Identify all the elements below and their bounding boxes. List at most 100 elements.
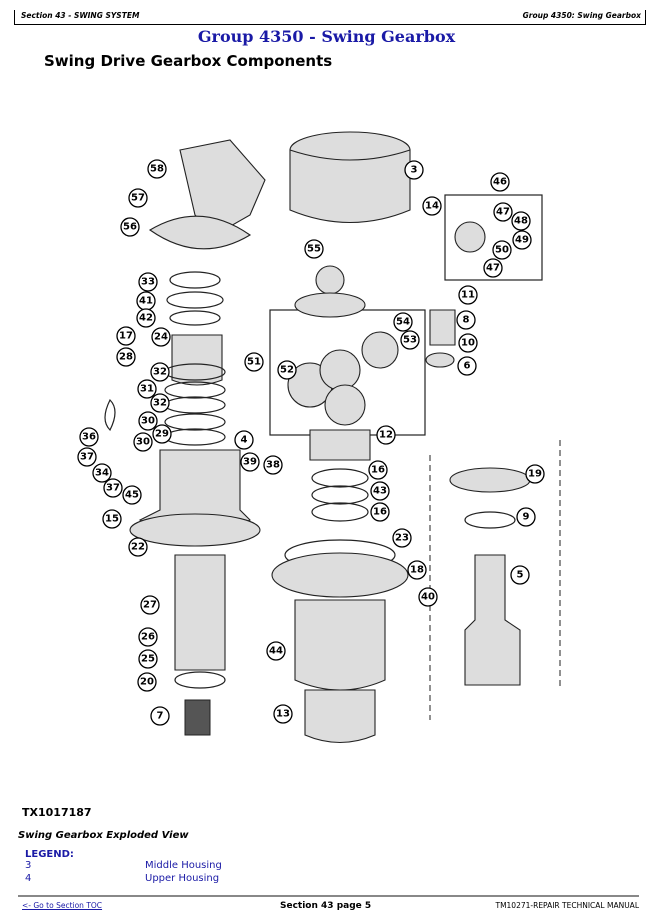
callout-38: 4 (234, 430, 254, 450)
callout-37: 15 (102, 509, 122, 529)
callout-number: 36 (82, 432, 96, 443)
header-group: Group 4350: Swing Gearbox (522, 11, 641, 20)
callout-circle (147, 159, 167, 179)
callout-49: 18 (407, 560, 427, 580)
callout-number: 17 (119, 331, 133, 342)
callout-circle (102, 509, 122, 529)
callout-39: 39 (240, 452, 260, 472)
callout-circle (138, 272, 158, 292)
callout-circle (418, 587, 438, 607)
callout-number: 12 (379, 430, 393, 441)
callout-number: 37 (106, 483, 120, 494)
callout-number: 23 (395, 533, 409, 544)
callout-number: 7 (157, 711, 164, 722)
callout-circle (368, 460, 388, 480)
callout-number: 5 (517, 570, 524, 581)
callout-number: 18 (410, 565, 424, 576)
callout-number: 6 (464, 361, 471, 372)
callout-27: 31 (137, 379, 157, 399)
callout-45: 19 (525, 464, 545, 484)
callout-34: 34 (92, 463, 112, 483)
callout-circle (150, 706, 170, 726)
callout-number: 13 (276, 709, 290, 720)
callout-42: 16 (368, 460, 388, 480)
callout-circle (137, 379, 157, 399)
callout-circle (92, 463, 112, 483)
callout-circle (370, 502, 390, 522)
callout-14: 54 (393, 312, 413, 332)
callout-number: 9 (523, 512, 530, 523)
callout-circle (244, 352, 264, 372)
callout-circle (457, 356, 477, 376)
page-number: Section 43 page 5 (280, 901, 372, 911)
callout-4: 14 (422, 196, 442, 216)
callout-36: 45 (122, 485, 142, 505)
callout-circle (483, 258, 503, 278)
callout-40: 38 (263, 455, 283, 475)
callout-circle (516, 507, 536, 527)
callout-number: 47 (486, 263, 500, 274)
callout-55: 20 (137, 672, 157, 692)
callout-number: 14 (425, 201, 439, 212)
callout-circle (393, 312, 413, 332)
callout-circle (404, 160, 424, 180)
callout-circle (277, 360, 297, 380)
callout-number: 24 (154, 332, 168, 343)
callout-50: 5 (510, 565, 530, 585)
callout-number: 33 (141, 277, 155, 288)
callout-circle (128, 537, 148, 557)
callout-number: 44 (269, 646, 283, 657)
section-subtitle: Swing Drive Gearbox Components (44, 52, 333, 70)
callout-46: 9 (516, 507, 536, 527)
callout-number: 11 (461, 290, 475, 301)
callout-number: 22 (131, 542, 145, 553)
callout-circle (456, 310, 476, 330)
callout-circle (376, 425, 396, 445)
callout-circle (128, 188, 148, 208)
callout-number: 4 (241, 435, 248, 446)
callout-circle (103, 478, 123, 498)
callout-circle (304, 239, 324, 259)
callout-number: 40 (421, 592, 435, 603)
callout-18: 51 (244, 352, 264, 372)
legend-num: 4 (25, 873, 32, 884)
callout-circle (234, 430, 254, 450)
callout-circle (273, 704, 293, 724)
callout-29: 30 (138, 411, 158, 431)
callout-circle (138, 411, 158, 431)
callout-41: 12 (376, 425, 396, 445)
callout-circle (138, 627, 158, 647)
callout-35: 37 (103, 478, 123, 498)
callout-circle (458, 333, 478, 353)
legend-desc: Upper Housing (145, 873, 220, 884)
callout-circle (492, 240, 512, 260)
callout-circle (133, 432, 153, 452)
page-header: Section 43 - SWING SYSTEM Group 4350: Sw… (14, 10, 646, 25)
callout-2: 56 (120, 217, 140, 237)
callout-circle (150, 393, 170, 413)
callout-number: 20 (140, 677, 154, 688)
callout-number: 53 (403, 335, 417, 346)
callout-number: 57 (131, 193, 145, 204)
callout-number: 28 (119, 352, 133, 363)
callout-number: 41 (139, 296, 153, 307)
callout-number: 30 (141, 416, 155, 427)
callout-32: 36 (79, 427, 99, 447)
callout-circle (266, 641, 286, 661)
callout-number: 19 (528, 469, 542, 480)
callout-number: 38 (266, 460, 280, 471)
legend-item: 4 Upper Housing (25, 873, 219, 886)
callout-circle (493, 202, 513, 222)
callout-number: 32 (153, 398, 167, 409)
callout-circle (512, 230, 532, 250)
header-section: Section 43 - SWING SYSTEM (21, 11, 140, 20)
callout-circle (407, 560, 427, 580)
callout-number: 47 (496, 207, 510, 218)
callout-number: 49 (515, 235, 529, 246)
callout-58: 7 (150, 706, 170, 726)
go-to-section-toc-link[interactable]: <- Go to Section TOC (22, 901, 103, 910)
callout-circle (122, 485, 142, 505)
callout-1: 57 (128, 188, 148, 208)
